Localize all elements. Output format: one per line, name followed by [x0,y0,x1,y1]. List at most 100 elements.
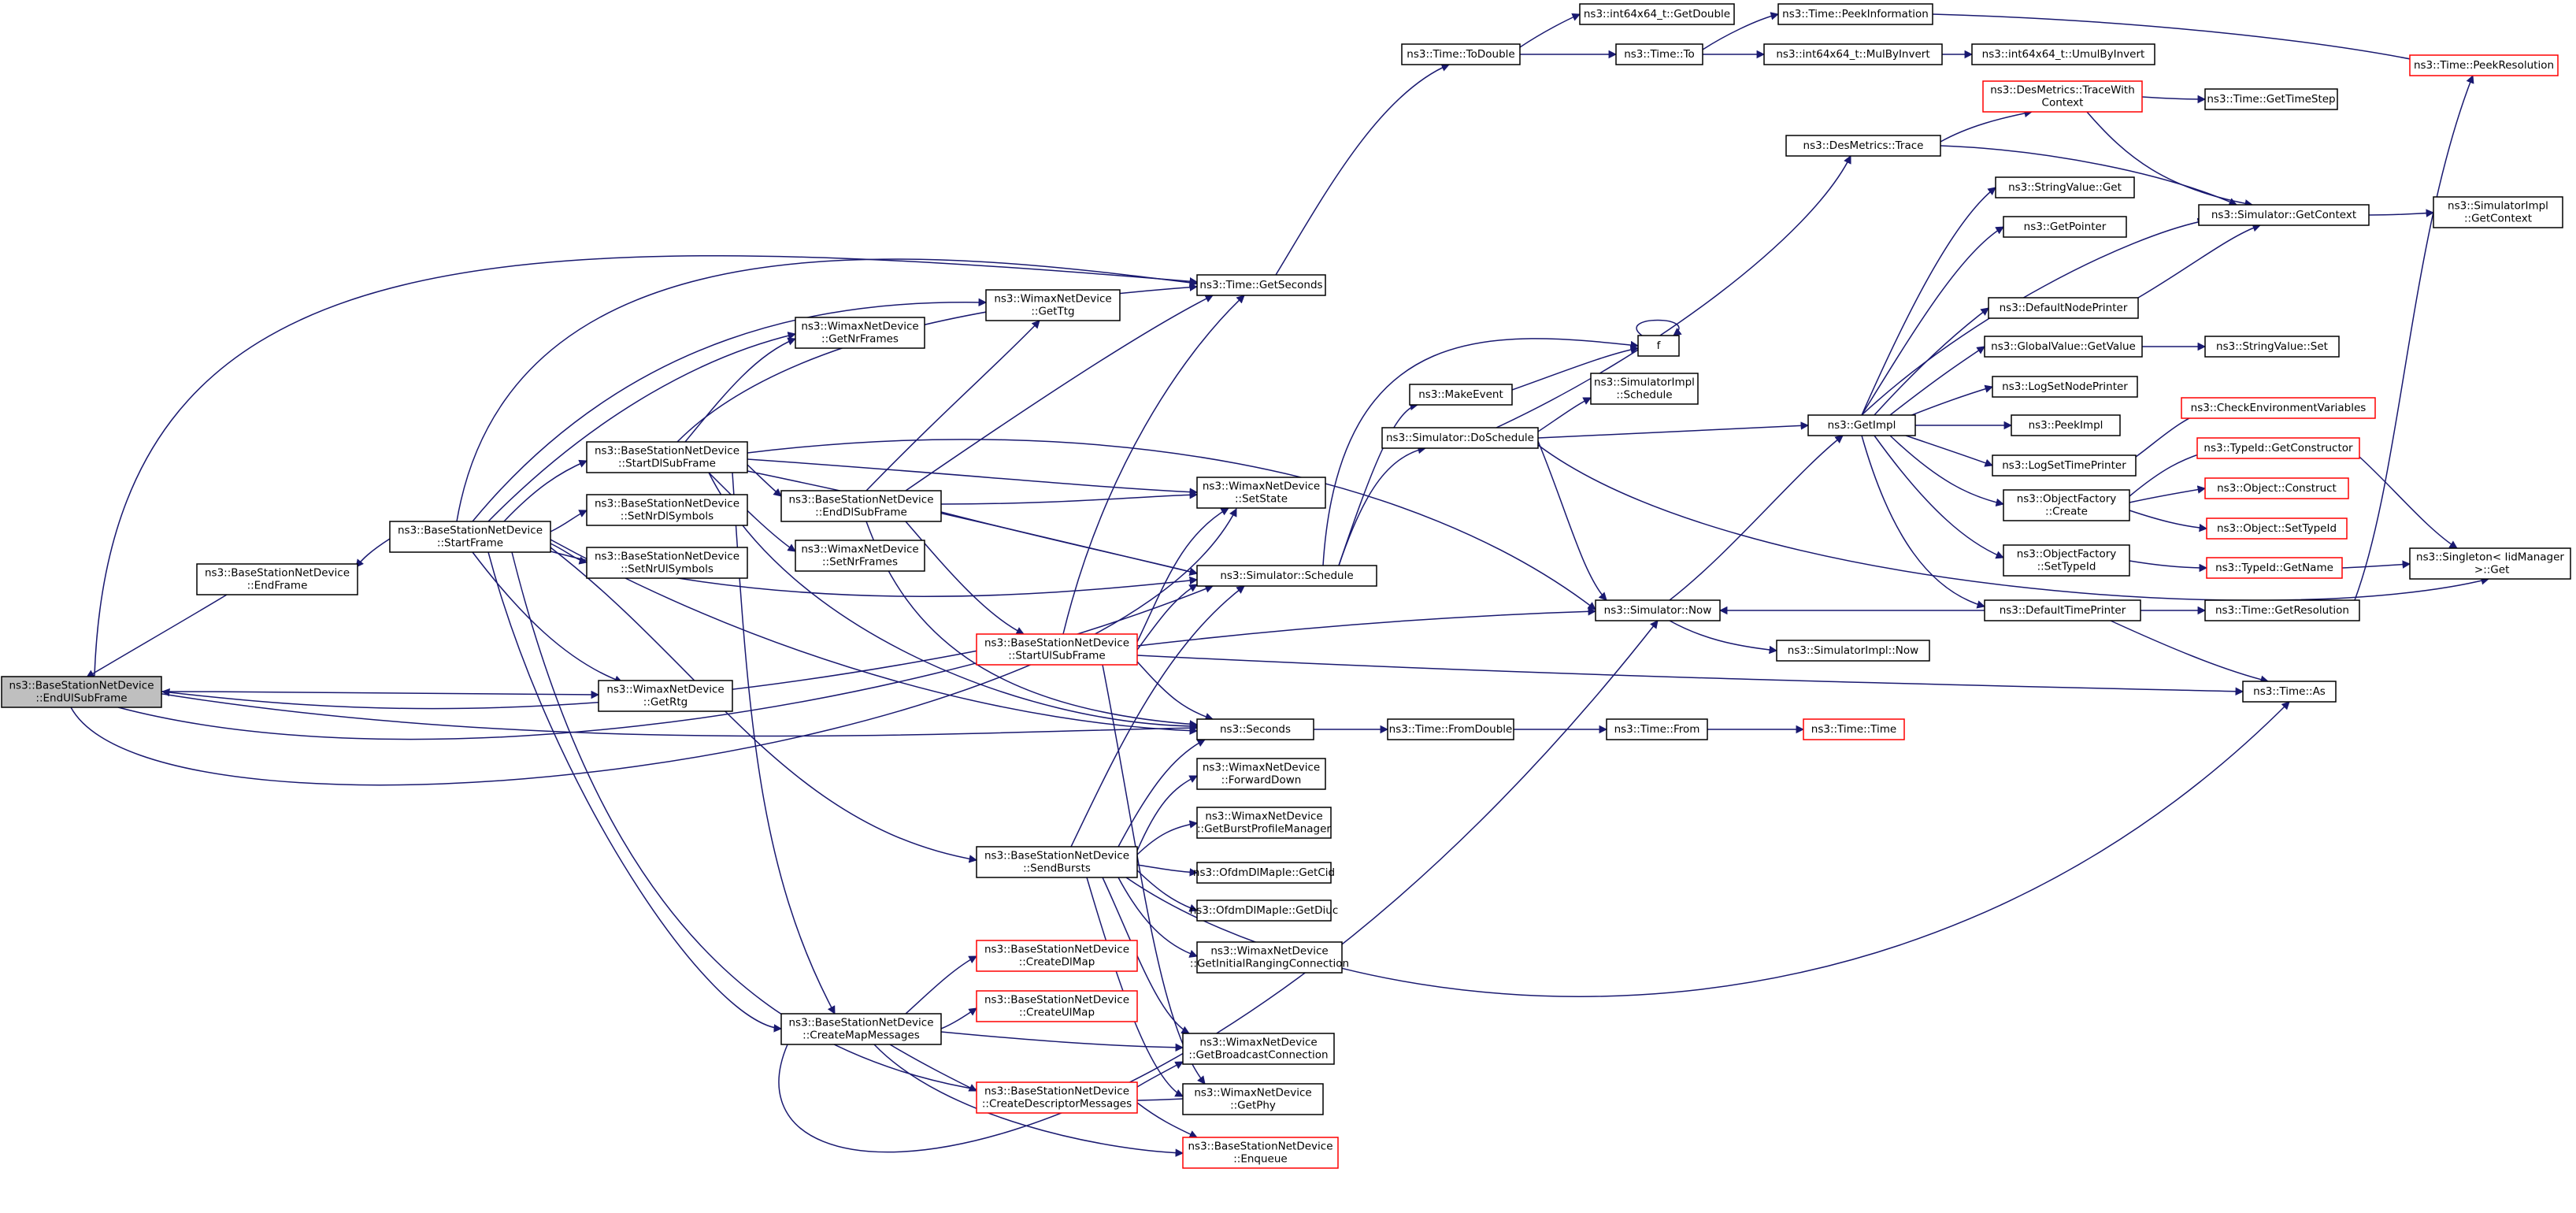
node-create-dl-map[interactable]: ns3::BaseStationNetDevice::CreateDlMap [976,940,1138,972]
node-singleton-get[interactable]: ns3::Singleton< IidManager >::Get [2409,547,2571,580]
edge-get_seconds-to-to_double [1275,63,1450,276]
node-def-node-printer[interactable]: ns3::DefaultNodePrinter [1988,297,2139,319]
node-get-context[interactable]: ns3::Simulator::GetContext [2198,204,2370,226]
node-label: ::Enqueue [1233,1153,1287,1166]
node-get-cid[interactable]: ns3::OfdmDlMapIe::GetCid [1193,862,1335,884]
node-sim-now[interactable]: ns3::Simulator::Now [1595,599,1721,621]
node-log-time-printer[interactable]: ns3::LogSetTimePrinter [1992,454,2137,477]
node-label: ns3::DesMetrics::TraceWith [1990,84,2135,97]
node-end-ul[interactable]: ns3::BaseStationNetDevice::EndUlSubFrame [1,676,162,708]
node-get-bc[interactable]: ns3::WimaxNetDevice::GetBroadcastConnect… [1182,1033,1335,1065]
node-set-nr-dl[interactable]: ns3::BaseStationNetDevice::SetNrDlSymbol… [586,494,748,526]
node-log-node-printer[interactable]: ns3::LogSetNodePrinter [1992,376,2138,398]
node-make-event[interactable]: ns3::MakeEvent [1409,384,1513,406]
node-time-from[interactable]: ns3::Time::From [1606,718,1708,740]
node-create-ul-map[interactable]: ns3::BaseStationNetDevice::CreateUlMap [976,990,1138,1022]
node-start-ul[interactable]: ns3::BaseStationNetDevice::StartUlSubFra… [976,633,1138,666]
node-peek-res[interactable]: ns3::Time::PeekResolution [2409,54,2559,76]
node-simimpl-sched[interactable]: ns3::SimulatorImpl::Schedule [1590,373,1699,405]
node-simimpl-now[interactable]: ns3::SimulatorImpl::Now [1776,640,1930,662]
node-peek-impl[interactable]: ns3::PeekImpl [2011,414,2121,436]
edge-create_map-to-create_dl_map [905,955,977,1015]
node-time-time[interactable]: ns3::Time::Time [1803,718,1905,740]
node-get-seconds[interactable]: ns3::Time::GetSeconds [1196,274,1326,296]
node-f[interactable]: f [1637,335,1680,357]
node-get-double[interactable]: ns3::int64x64_t::GetDouble [1579,3,1735,25]
node-label: ::SendBursts [1023,862,1091,875]
node-get-timestep[interactable]: ns3::Time::GetTimeStep [2204,88,2338,110]
node-des-trace[interactable]: ns3::DesMetrics::Trace [1785,135,1941,157]
edge-send_bursts-to-get_bc [1102,877,1190,1034]
node-get-burst-pm[interactable]: ns3::WimaxNetDevice::GetBurstProfileMana… [1196,807,1332,839]
node-label: ns3::WimaxNetDevice [801,543,918,556]
node-of-create[interactable]: ns3::ObjectFactory::Create [2003,489,2130,521]
node-label: ns3::BaseStationNetDevice [788,1017,933,1029]
edge-send_bursts-to-get_burst_pm [1136,820,1199,855]
node-typeid-getname[interactable]: ns3::TypeId::GetName [2206,557,2343,579]
node-seconds[interactable]: ns3::Seconds [1196,718,1314,740]
node-get-nr-frames[interactable]: ns3::WimaxNetDevice::GetNrFrames [795,317,925,349]
node-umul-by-invert[interactable]: ns3::int64x64_t::UmulByInvert [1971,43,2155,65]
edge-do_schedule-to-sim_now [1537,440,1607,601]
edge-of_create-to-obj_settypeid [2129,510,2208,532]
node-def-time-printer[interactable]: ns3::DefaultTimePrinter [1984,599,2141,621]
node-label: ::GetTtg [1031,306,1074,318]
node-end-dl[interactable]: ns3::BaseStationNetDevice::EndDlSubFrame [780,490,942,522]
node-create-map[interactable]: ns3::BaseStationNetDevice::CreateMapMess… [780,1013,942,1045]
node-gv-getvalue[interactable]: ns3::GlobalValue::GetValue [1984,336,2143,358]
node-label: ns3::SimulatorImpl [2448,200,2548,213]
edge-send_bursts-to-get_phy [1086,877,1184,1097]
node-label: ::Schedule [1616,389,1672,402]
node-simimpl-ctx[interactable]: ns3::SimulatorImpl::GetContext [2433,196,2563,228]
edge-sim_now-to-simimpl_now [1669,620,1778,655]
node-mul-by-invert[interactable]: ns3::int64x64_t::MulByInvert [1763,43,1943,65]
node-set-nr-frames[interactable]: ns3::WimaxNetDevice::SetNrFrames [795,540,925,572]
node-forward-down[interactable]: ns3::WimaxNetDevice::ForwardDown [1196,758,1326,790]
node-time-to[interactable]: ns3::Time::To [1615,43,1703,65]
edge-end_dl-to-get_ttg [865,320,1040,492]
node-obj-settypeid[interactable]: ns3::Object::SetTypeId [2206,517,2348,540]
node-time-as[interactable]: ns3::Time::As [2242,681,2337,703]
node-label: ns3::BaseStationNetDevice [984,637,1129,650]
node-end-frame[interactable]: ns3::BaseStationNetDevice::EndFrame [196,563,358,595]
edge-end_dl-to-set_state [940,491,1199,505]
edge-f-to-f [1636,319,1682,336]
node-send-bursts[interactable]: ns3::BaseStationNetDevice::SendBursts [976,846,1138,878]
node-typeid-getctor[interactable]: ns3::TypeId::GetConstructor [2196,437,2360,459]
node-start-frame[interactable]: ns3::BaseStationNetDevice::StartFrame [389,521,551,553]
node-get-impl[interactable]: ns3::GetImpl [1807,414,1916,436]
node-of-settypeid[interactable]: ns3::ObjectFactory::SetTypeId [2003,544,2130,577]
node-check-env[interactable]: ns3::CheckEnvironmentVariables [2181,397,2376,419]
node-get-rtg[interactable]: ns3::WimaxNetDevice::GetRtg [598,680,733,712]
node-label: ns3::WimaxNetDevice [606,684,724,696]
node-to-double[interactable]: ns3::Time::ToDouble [1401,43,1521,65]
node-label: ns3::Object::SetTypeId [2217,522,2337,535]
edge-create_map-to-enqueue [873,1044,1184,1157]
node-from-double[interactable]: ns3::Time::FromDouble [1387,718,1514,740]
node-get-pointer[interactable]: ns3::GetPointer [2003,216,2127,238]
node-set-nr-ul[interactable]: ns3::BaseStationNetDevice::SetNrUlSymbol… [586,547,748,579]
node-enqueue[interactable]: ns3::BaseStationNetDevice::Enqueue [1182,1137,1339,1169]
node-get-init-rc[interactable]: ns3::WimaxNetDevice::GetInitialRangingCo… [1190,941,1349,974]
node-sv-get[interactable]: ns3::StringValue::Get [1995,176,2135,198]
node-get-phy[interactable]: ns3::WimaxNetDevice::GetPhy [1182,1083,1324,1115]
node-set-state[interactable]: ns3::WimaxNetDevice::SetState [1196,477,1326,509]
node-do-schedule[interactable]: ns3::Simulator::DoSchedule [1381,427,1539,449]
node-label: ::Create [2045,506,2088,518]
node-peek-info[interactable]: ns3::Time::PeekInformation [1777,3,1933,25]
node-label: ns3::ObjectFactory [2017,493,2117,506]
edge-start_dl-to-set_state [747,458,1199,496]
node-schedule[interactable]: ns3::Simulator::Schedule [1196,565,1377,587]
node-label: ns3::Time::To [1624,48,1695,61]
node-get-diuc[interactable]: ns3::OfdmDlMapIe::GetDiuc [1190,900,1339,922]
node-label: ns3::Time::GetSeconds [1199,279,1322,291]
node-create-desc[interactable]: ns3::BaseStationNetDevice::CreateDescrip… [976,1081,1138,1114]
node-start-dl[interactable]: ns3::BaseStationNetDevice::StartDlSubFra… [586,441,748,473]
node-label: ns3::BaseStationNetDevice [984,944,1129,956]
node-sv-set[interactable]: ns3::StringValue::Set [2204,336,2340,358]
node-obj-construct[interactable]: ns3::Object::Construct [2204,477,2349,499]
edge-end_ul-to-get_rtg [161,690,600,699]
node-get-ttg[interactable]: ns3::WimaxNetDevice::GetTtg [985,289,1121,321]
node-get-resolution[interactable]: ns3::Time::GetResolution [2204,599,2360,621]
